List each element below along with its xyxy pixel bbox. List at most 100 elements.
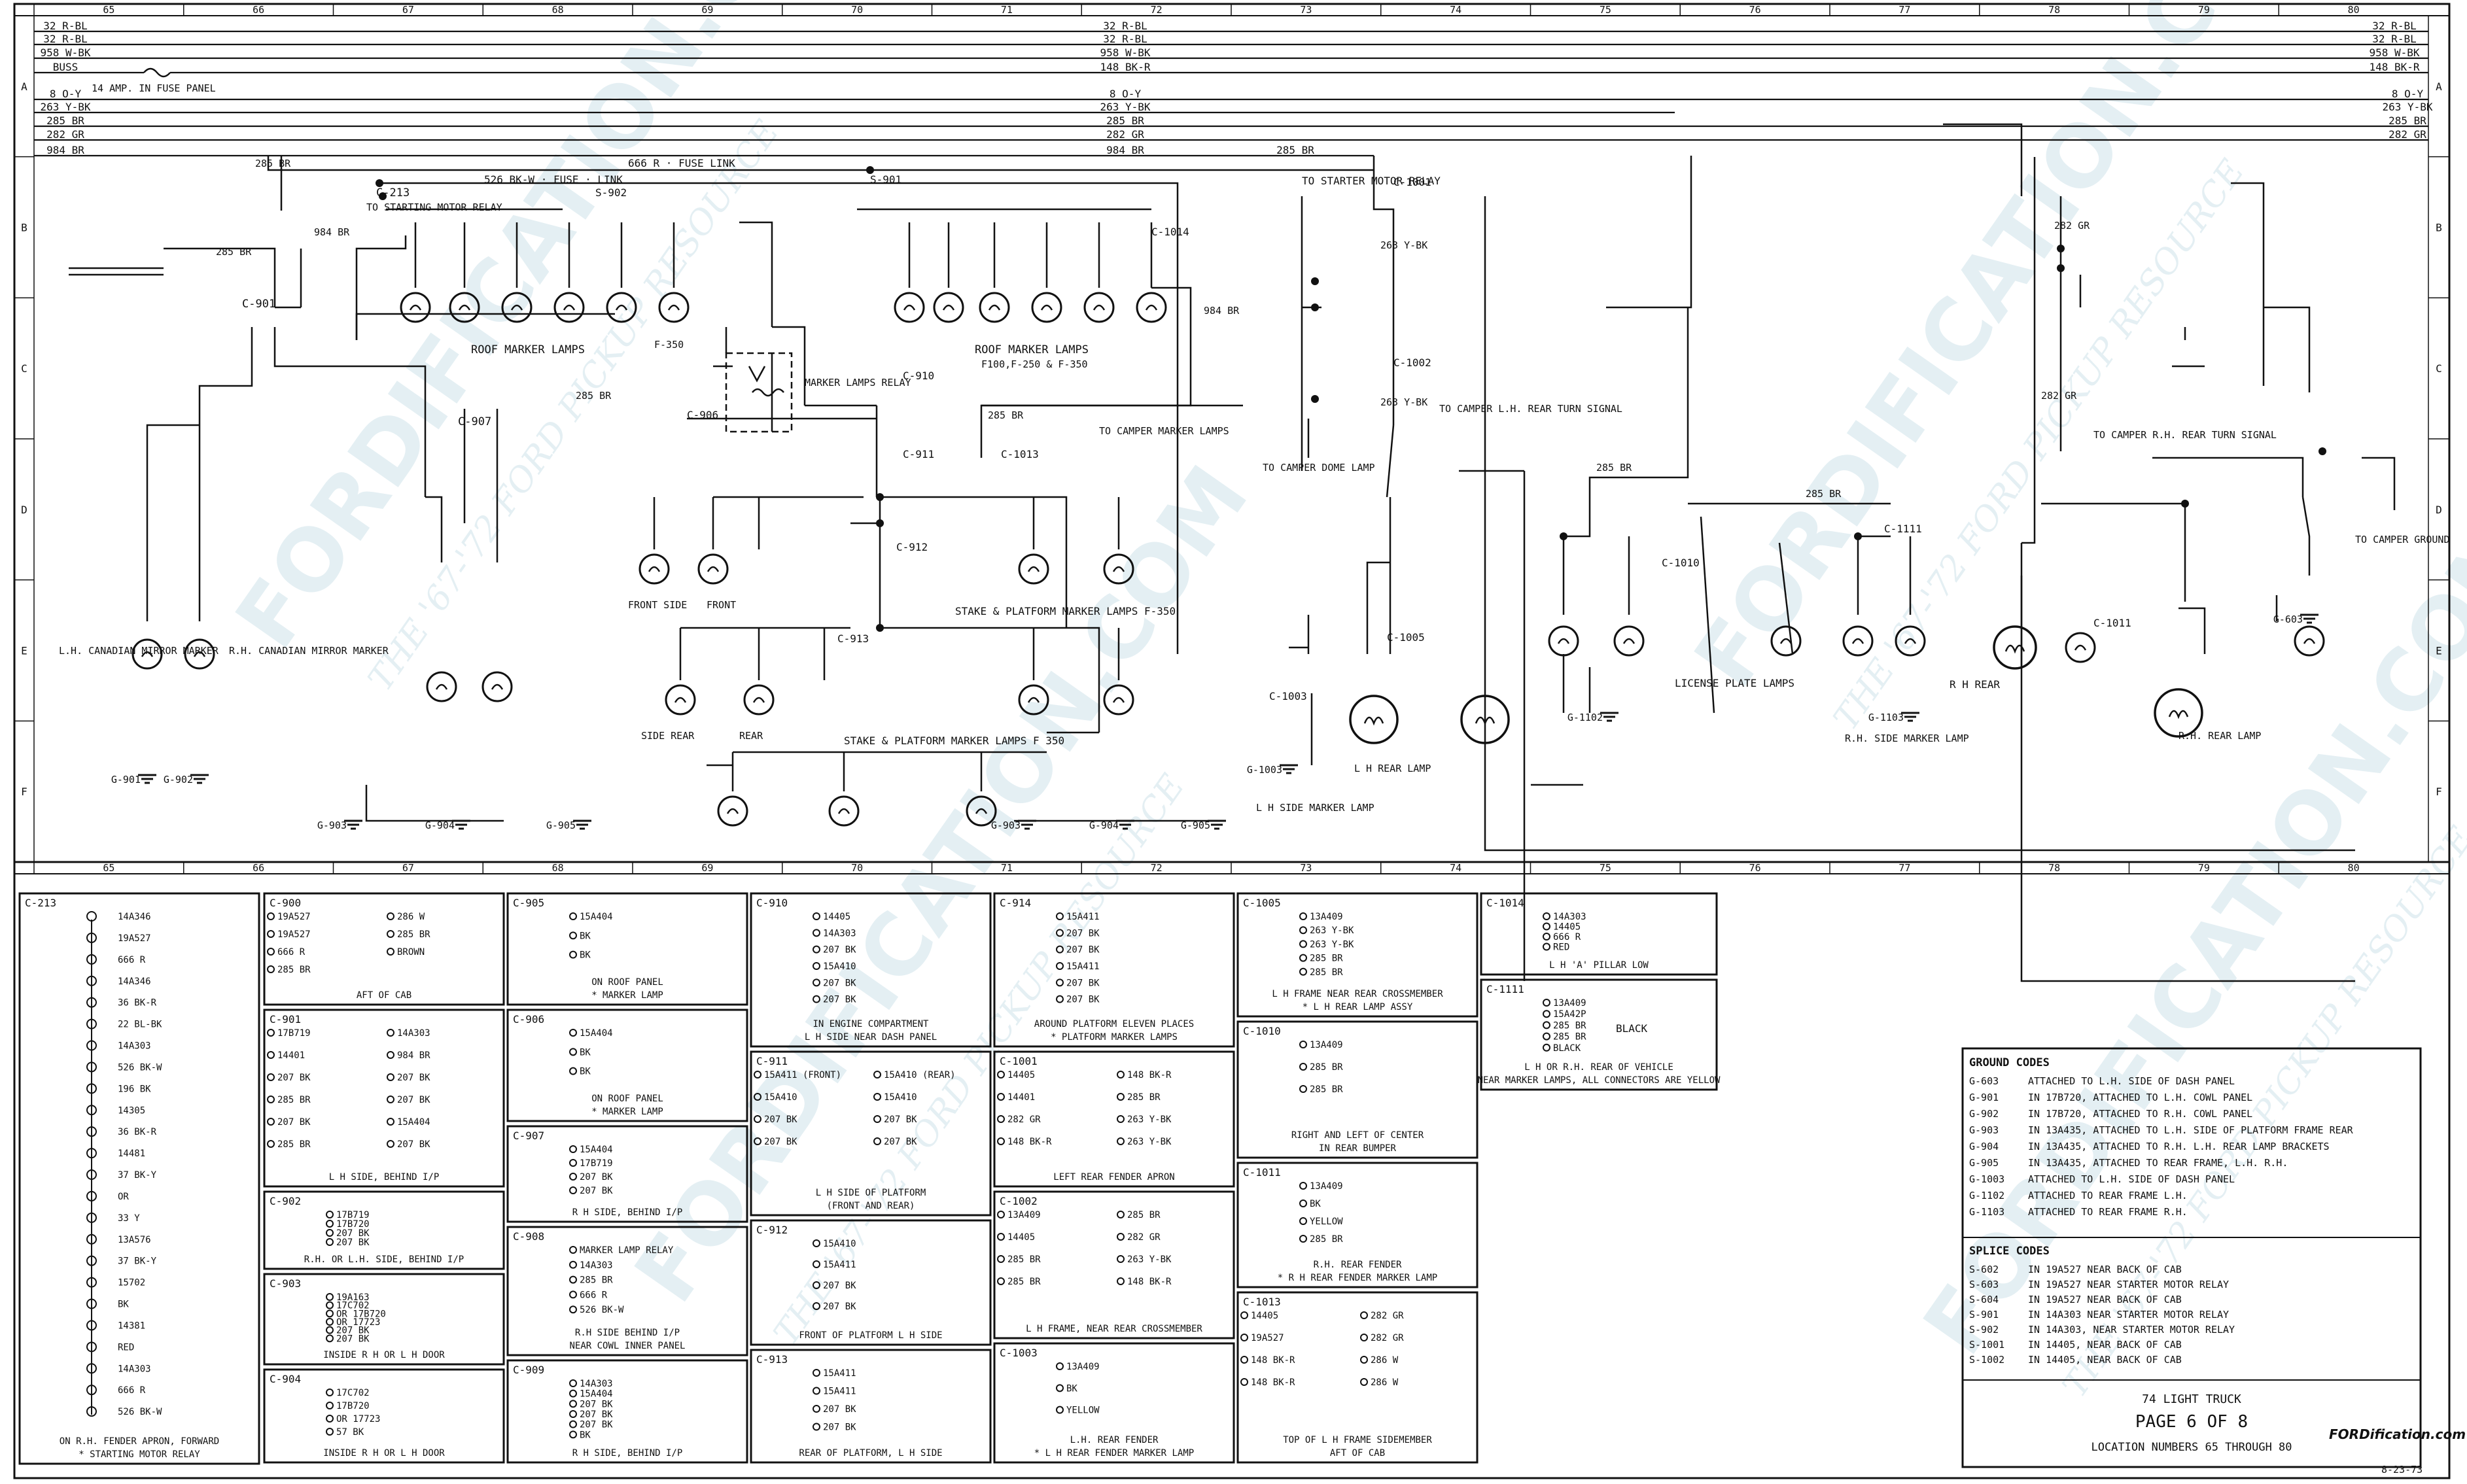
lamp-filament — [1145, 304, 1158, 311]
connector-wire-label: 526 BK-W — [118, 1407, 162, 1417]
connector-wire-label: 33 Y — [118, 1213, 140, 1224]
connector-wire-label: BK — [580, 1047, 591, 1058]
connector-location-note: L H FRAME, NEAR REAR CROSSMEMBER — [1026, 1324, 1202, 1334]
connector-wire-label: 666 R — [580, 1290, 608, 1300]
connector-pin — [813, 1369, 820, 1377]
connector-wire-label: 14405 — [1007, 1070, 1035, 1080]
splice-code-id: S-602 — [1969, 1264, 1999, 1275]
connector-wire-label: OR 17723 — [336, 1414, 380, 1424]
diagram-label-c1010: C-1010 — [1662, 557, 1700, 569]
connector-wire-label: 148 BK-R — [1127, 1277, 1172, 1287]
connector-wire-label: 148 BK-R — [1251, 1355, 1295, 1366]
connector-pin — [813, 912, 820, 920]
connector-pin — [326, 1389, 334, 1396]
connector-panel-frame — [750, 1219, 992, 1346]
diagram-label-rh-rear: R H REAR — [1950, 678, 2000, 691]
connector-pin — [873, 1115, 881, 1123]
connector-wire-label: 207 BK — [336, 1326, 370, 1336]
connector-wire-label: 263 Y-BK — [1127, 1114, 1172, 1125]
connector-panel-frame — [506, 1125, 748, 1223]
lamp-bulb — [1083, 292, 1115, 323]
lamp-bulb — [481, 671, 513, 702]
diagram-label-c1013: C-1013 — [1001, 448, 1039, 460]
connector-pin — [997, 1093, 1005, 1101]
column-number: 65 — [103, 4, 114, 16]
connector-location-note: RIGHT AND LEFT OF CENTER — [1291, 1130, 1424, 1141]
splice-code-id: S-604 — [1969, 1294, 1999, 1305]
diagram-label-c1011: C-1011 — [2093, 617, 2131, 629]
lamp-filament — [1622, 638, 1636, 644]
connector-wire-label: 286 W — [1371, 1355, 1399, 1366]
connector-pin — [1299, 1217, 1307, 1225]
connector-id: C-912 — [756, 1224, 788, 1236]
connector-wire-label: 15702 — [118, 1278, 145, 1288]
connector-wire-label: 282 GR — [1371, 1311, 1404, 1321]
column-number: 79 — [2198, 4, 2210, 16]
connector-wire-label: 14405 — [823, 912, 850, 922]
connector-wire-label: 57 BK — [336, 1427, 364, 1438]
connector-panel-frame — [263, 1273, 505, 1366]
splice-code-description: IN 14A303, NEAR STARTER MOTOR RELAY — [2028, 1324, 2235, 1336]
connector-pin — [1360, 1356, 1368, 1364]
column-number: 70 — [851, 4, 863, 16]
connector-wire-label: 14A303 — [580, 1260, 613, 1271]
connector-id: C-906 — [513, 1013, 544, 1026]
column-number: 73 — [1300, 862, 1312, 874]
connector-wire-label: 15A404 — [580, 1389, 613, 1400]
connector-wire-label: 15A411 — [823, 1260, 856, 1270]
connector-wire-label: BROWN — [397, 947, 425, 958]
connector-pin — [267, 1029, 275, 1037]
connector-wire-label: BK — [580, 1067, 591, 1077]
connector-id: C-1003 — [1000, 1347, 1038, 1359]
connector-wire-label: 15A42P — [1553, 1009, 1586, 1020]
bus-label-right: 8 O-Y — [2392, 88, 2424, 100]
column-number: 76 — [1749, 862, 1761, 874]
connector-wire-label: 19A527 — [277, 912, 311, 922]
connector-pin — [997, 1137, 1005, 1145]
connector-pin — [1056, 995, 1064, 1003]
ground-label: G-903 — [991, 820, 1021, 831]
lamp-bulb — [658, 292, 690, 323]
connector-pin — [569, 912, 577, 920]
lamp-filament — [193, 651, 206, 657]
connector-pin — [813, 1281, 820, 1289]
bus-label-mid: 282 GR — [1106, 128, 1144, 141]
connector-panel-frame — [263, 892, 505, 1006]
diagram-label-lh-rear-lamp: L H REAR LAMP — [1354, 763, 1431, 774]
marker-lamps-relay — [725, 352, 793, 433]
connector-wire-label: 14405 — [1251, 1311, 1278, 1321]
connector-pin — [569, 1048, 577, 1056]
diagram-label-c213: C-213 — [376, 186, 410, 199]
connector-wire-label: 207 BK — [580, 1399, 613, 1409]
connector-pin — [1299, 1041, 1307, 1048]
diagram-label-c1002: C-1002 — [1393, 356, 1431, 369]
connector-pin — [997, 1115, 1005, 1123]
connector-pin — [813, 1423, 820, 1431]
connector-pin — [387, 1118, 394, 1126]
connector-wire-label: 15A410 — [823, 961, 856, 972]
row-letter: F — [21, 785, 27, 798]
connector-pin — [569, 950, 577, 959]
connector-location-note: AFT OF CAB — [1330, 1448, 1385, 1458]
column-number: 79 — [2198, 862, 2210, 874]
connector-wire-label: 285 BR — [1310, 967, 1343, 978]
lamp-filament — [2303, 638, 2316, 644]
connector-wire-label: 13A409 — [1553, 998, 1586, 1009]
connector-panel-frame — [1480, 892, 1718, 976]
lamp-bulb — [1136, 292, 1167, 323]
connector-id: C-1011 — [1243, 1166, 1281, 1179]
connector-location-note: R H SIDE, BEHIND I/P — [572, 1207, 683, 1218]
connector-pin — [569, 1290, 577, 1299]
lamp-filament — [1027, 697, 1040, 703]
connector-pin — [1360, 1311, 1368, 1319]
connector-pin — [387, 912, 394, 920]
connector-wire-label: 207 BK — [764, 1137, 797, 1147]
diagram-label-c906: C-906 — [687, 409, 718, 421]
diagram-label-to-camper-ground: TO CAMPER GROUND — [2355, 534, 2450, 545]
column-number: 68 — [552, 862, 564, 874]
